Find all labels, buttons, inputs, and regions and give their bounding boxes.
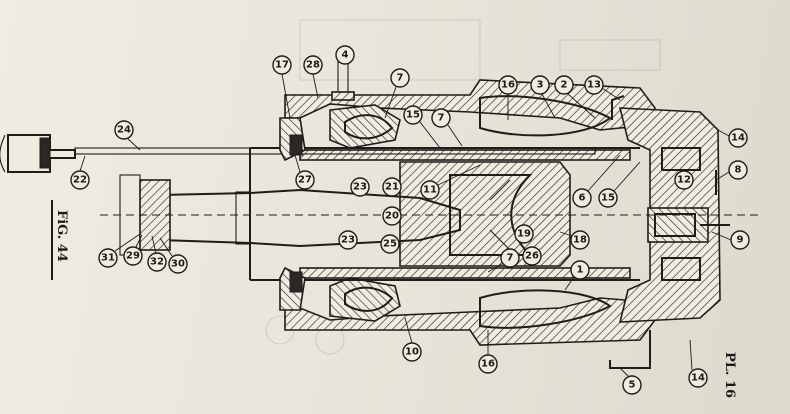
svg-text:32: 32 <box>150 257 164 268</box>
svg-text:16: 16 <box>501 80 515 91</box>
callout-27: 27 <box>294 154 315 190</box>
callout-21: 21 <box>382 177 402 197</box>
svg-text:17: 17 <box>275 60 289 71</box>
callout-24: 24 <box>114 120 141 151</box>
callout-8: 8 <box>715 160 748 181</box>
svg-text:2: 2 <box>561 80 568 91</box>
callout-32: 32 <box>147 235 167 272</box>
callout-14b: 14 <box>688 339 708 388</box>
svg-text:21: 21 <box>385 182 399 193</box>
callout-group: 17 28 4 7 16 3 2 13 15 7 14 8 12 15 6 11… <box>70 45 750 395</box>
callout-16a: 16 <box>498 75 518 120</box>
callout-14a: 14 <box>717 128 748 148</box>
show-through-marks <box>265 19 661 355</box>
plate-label: PL. 16 <box>722 352 737 398</box>
svg-text:25: 25 <box>383 239 397 250</box>
callout-23a: 23 <box>350 177 370 197</box>
svg-text:6: 6 <box>579 193 586 204</box>
callout-25: 25 <box>380 234 400 254</box>
callout-7a: 7 <box>384 68 410 119</box>
svg-text:22: 22 <box>73 175 87 186</box>
svg-text:7: 7 <box>507 253 514 264</box>
callout-9: 9 <box>711 230 750 250</box>
pushrod <box>0 134 596 173</box>
piston <box>399 161 571 267</box>
callout-4: 4 <box>335 45 355 65</box>
svg-text:14: 14 <box>691 373 705 384</box>
callout-5: 5 <box>619 367 642 395</box>
callout-2: 2 <box>554 75 596 119</box>
svg-text:15: 15 <box>601 193 615 204</box>
svg-text:23: 23 <box>353 182 367 193</box>
callout-3: 3 <box>530 75 556 119</box>
svg-text:19: 19 <box>517 229 531 240</box>
figure-label: FiG. 44 <box>54 210 69 262</box>
svg-text:10: 10 <box>405 347 419 358</box>
callout-22: 22 <box>70 155 90 190</box>
svg-text:23: 23 <box>341 235 355 246</box>
svg-text:12: 12 <box>677 175 691 186</box>
callout-20: 20 <box>382 206 402 226</box>
callout-13: 13 <box>584 75 621 101</box>
callout-23b: 23 <box>338 230 358 250</box>
svg-text:24: 24 <box>117 125 131 136</box>
callout-7c: 7 <box>487 248 520 273</box>
svg-text:15: 15 <box>406 110 420 121</box>
callout-29: 29 <box>123 234 143 266</box>
callout-7b: 7 <box>431 108 463 147</box>
svg-text:7: 7 <box>438 113 445 124</box>
svg-text:27: 27 <box>298 175 312 186</box>
callout-31: 31 <box>98 233 141 268</box>
callout-15b: 15 <box>598 161 641 208</box>
svg-text:1: 1 <box>577 265 584 276</box>
svg-text:8: 8 <box>735 165 742 176</box>
svg-text:29: 29 <box>126 251 140 262</box>
svg-text:11: 11 <box>423 185 437 196</box>
callout-17: 17 <box>272 55 292 119</box>
callout-11: 11 <box>420 164 481 200</box>
svg-text:26: 26 <box>525 251 539 262</box>
callout-10: 10 <box>402 317 422 362</box>
svg-text:31: 31 <box>101 253 115 264</box>
callout-1: 1 <box>564 260 590 291</box>
callout-6: 6 <box>572 154 621 208</box>
svg-text:3: 3 <box>537 80 544 91</box>
svg-text:20: 20 <box>385 211 399 222</box>
svg-text:5: 5 <box>629 380 636 391</box>
svg-text:9: 9 <box>737 235 744 246</box>
callout-15a: 15 <box>403 105 441 149</box>
cylinder-jacket-lower <box>284 277 656 346</box>
cylinder-head <box>609 95 730 369</box>
gland-seals <box>279 117 306 311</box>
callout-16b: 16 <box>478 330 498 374</box>
svg-text:28: 28 <box>306 60 320 71</box>
callout-28: 28 <box>303 55 323 99</box>
svg-text:7: 7 <box>397 73 404 84</box>
callout-19: 19 <box>514 224 534 244</box>
svg-text:4: 4 <box>342 50 349 61</box>
svg-text:13: 13 <box>587 80 601 91</box>
callout-26: 26 <box>522 246 542 266</box>
callout-30: 30 <box>159 237 188 274</box>
callout-12: 12 <box>674 170 694 190</box>
svg-text:14: 14 <box>731 133 745 144</box>
svg-text:30: 30 <box>171 259 185 270</box>
svg-text:16: 16 <box>481 359 495 370</box>
callout-18: 18 <box>559 230 590 250</box>
fitting-4 <box>331 61 355 101</box>
svg-text:18: 18 <box>573 235 587 246</box>
